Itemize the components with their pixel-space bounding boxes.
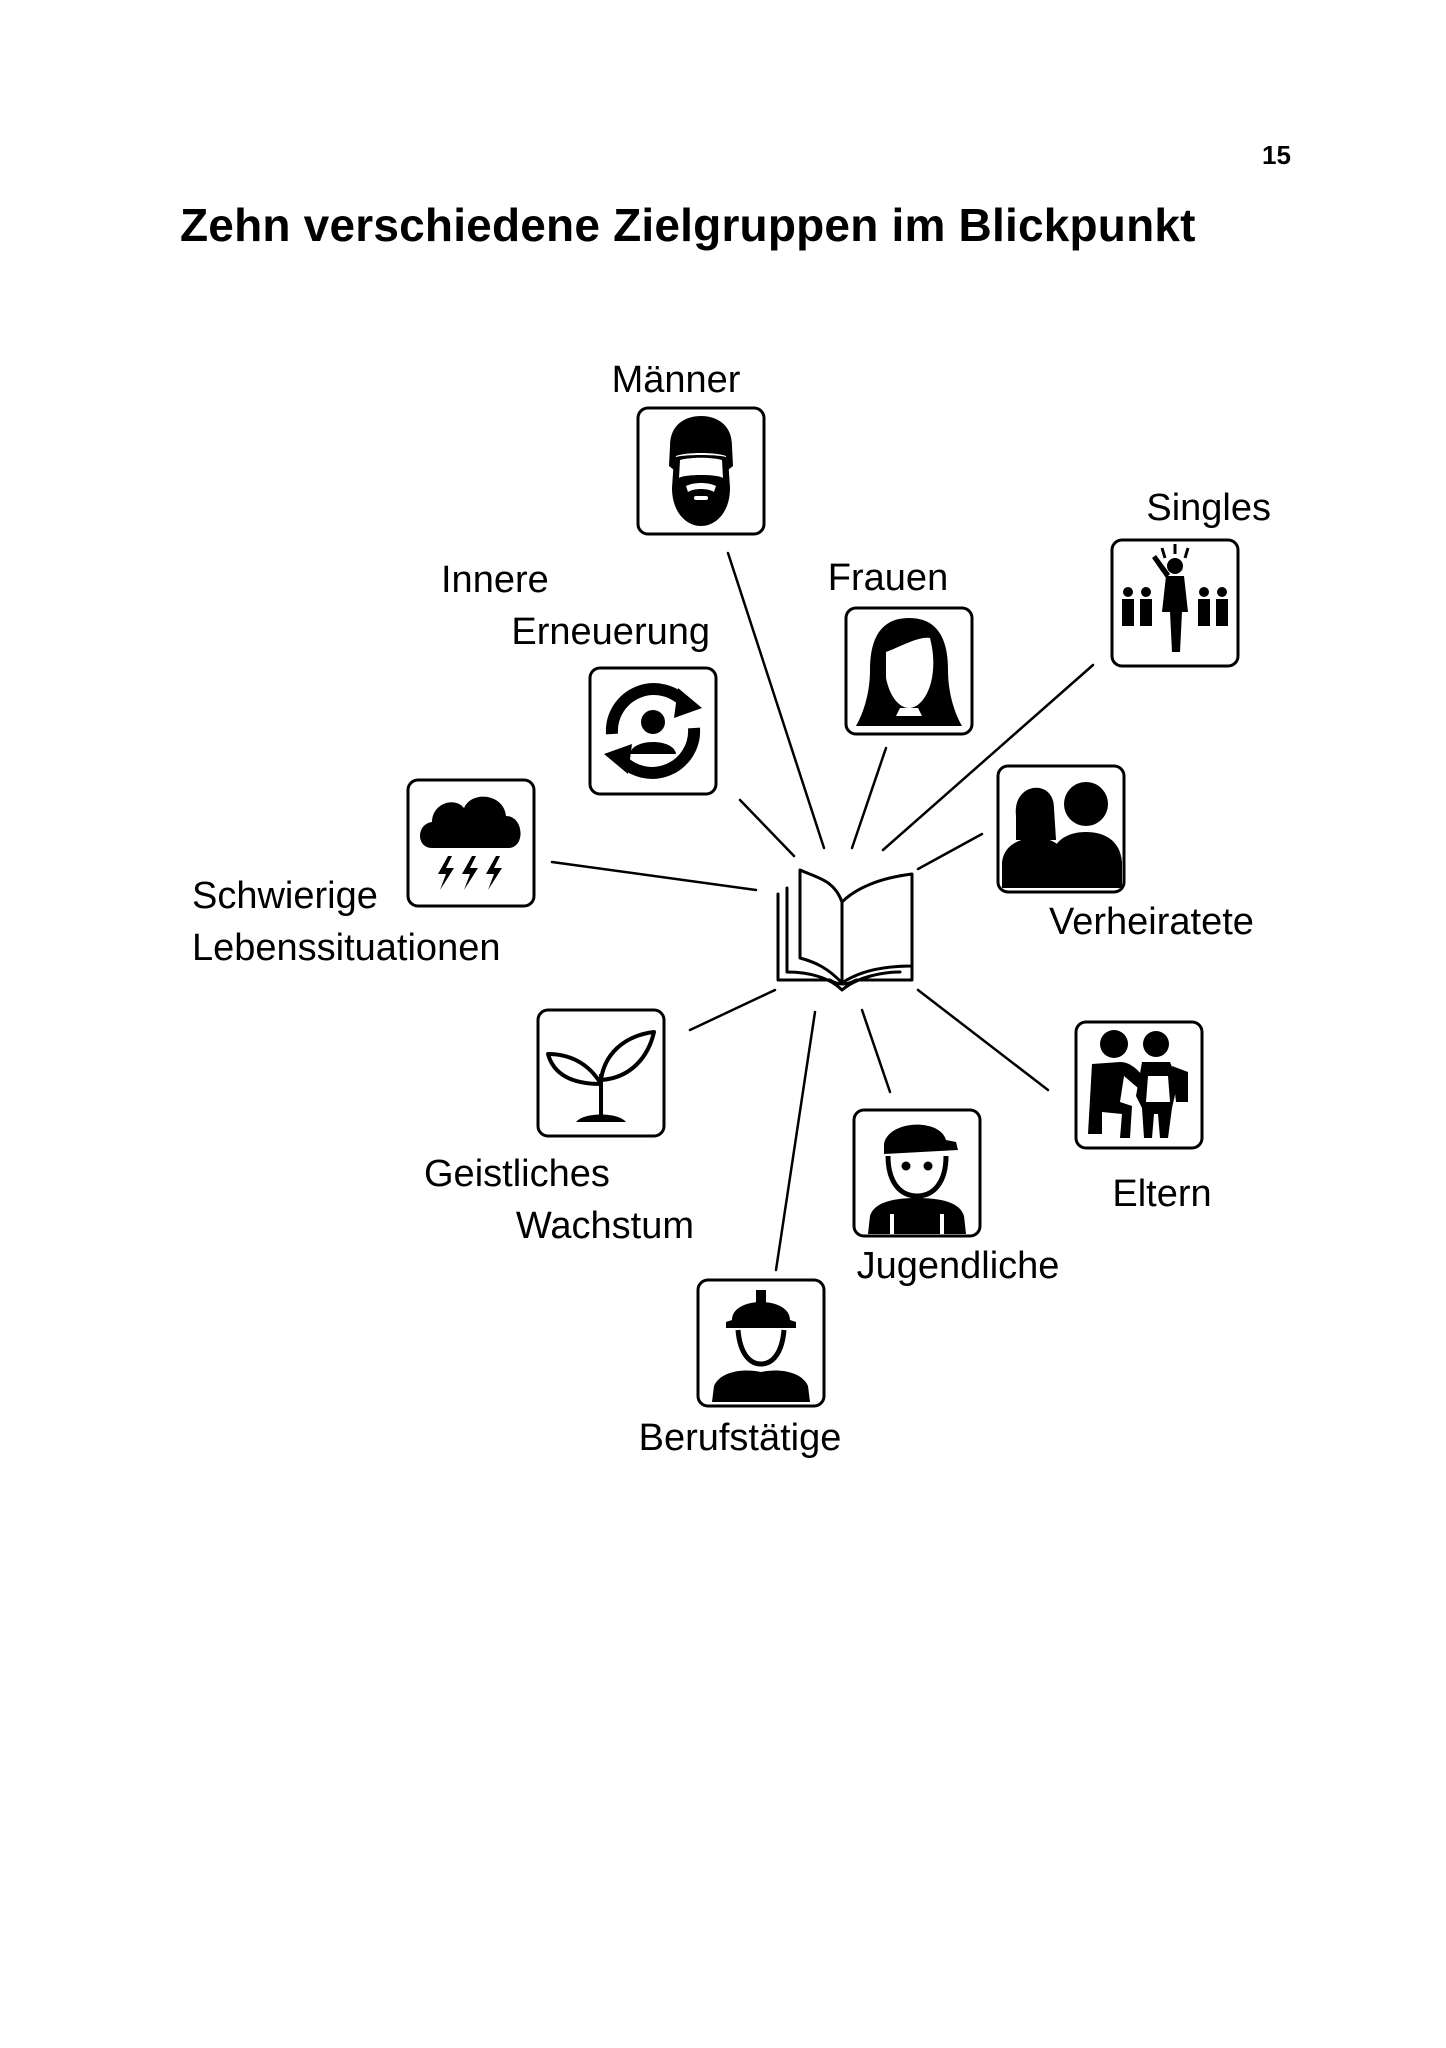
label-eltern: Eltern [1112, 1173, 1211, 1215]
couple-icon [1002, 782, 1122, 888]
connectors [550, 551, 1095, 1272]
worker-helmet-icon [712, 1290, 810, 1402]
label-geistliches-line2: Wachstum [516, 1205, 694, 1247]
label-schwierige-line2: Lebenssituationen [192, 927, 500, 969]
node-singles [1110, 538, 1240, 668]
label-jugendliche: Jugendliche [857, 1245, 1060, 1287]
connector-eltern [916, 988, 1050, 1092]
connector-maenner [726, 551, 826, 850]
connector-schwierige [550, 860, 758, 892]
single-person-in-crowd-icon [1122, 544, 1228, 652]
node-frauen [844, 606, 974, 736]
connector-jugendliche [860, 1008, 892, 1094]
node-berufstaetige [696, 1278, 826, 1408]
connector-berufstaetige [774, 1010, 817, 1272]
youth-cap-icon [868, 1124, 966, 1234]
label-innere-line2: Erneuerung [511, 611, 710, 653]
label-geistliches-line1: Geistliches [424, 1153, 610, 1195]
open-book-icon [776, 868, 914, 992]
label-verheiratete: Verheiratete [1049, 901, 1254, 943]
node-verheiratete [996, 764, 1126, 894]
label-berufstaetige: Berufstätige [639, 1417, 842, 1459]
label-maenner: Männer [612, 359, 741, 401]
label-singles: Singles [1146, 487, 1271, 529]
page-title: Zehn verschiedene Zielgruppen im Blickpu… [180, 199, 1196, 251]
node-schwierige [406, 778, 536, 908]
connector-frauen [850, 746, 888, 850]
connector-geistliches [688, 988, 777, 1032]
storm-cloud-icon [420, 796, 521, 890]
node-innere [588, 666, 718, 796]
page-number: 15 [1262, 140, 1291, 170]
person-refresh-icon [604, 683, 702, 779]
connector-innere [738, 798, 796, 858]
parent-child-icon [1088, 1030, 1188, 1138]
label-innere-line1: Innere [441, 559, 549, 601]
node-jugendliche [852, 1108, 982, 1238]
sprout-icon [546, 1030, 656, 1122]
node-geistliches [536, 1008, 666, 1138]
node-maenner [636, 406, 766, 536]
label-frauen: Frauen [828, 557, 948, 599]
node-eltern [1074, 1020, 1204, 1150]
connector-verheiratete [916, 832, 984, 871]
connector-singles [881, 663, 1095, 852]
woman-icon [856, 618, 962, 726]
bearded-man-icon [669, 416, 733, 526]
label-schwierige-line1: Schwierige [192, 875, 378, 917]
